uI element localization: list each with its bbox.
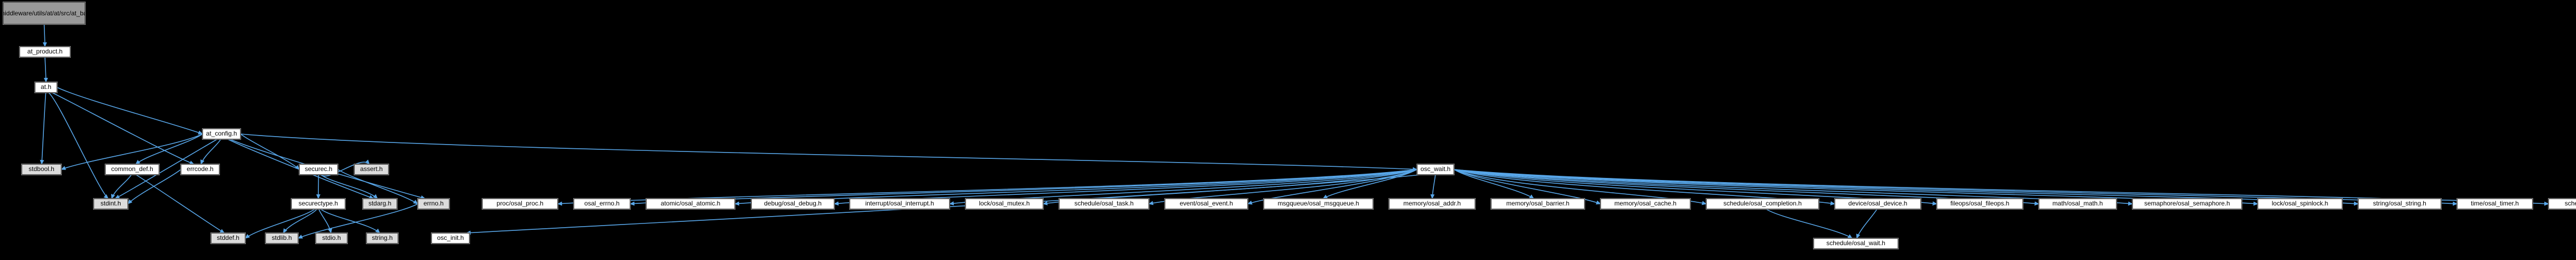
graph-node-osal_addr[interactable]: memory/osal_addr.h <box>1388 198 1476 210</box>
graph-node-osal_device[interactable]: device/osal_device.h <box>1834 198 1921 210</box>
edge-at-to-stdint <box>48 92 109 199</box>
edge-at_product-to-at <box>43 57 48 83</box>
graph-node-osal_interrupt[interactable]: interrupt/osal_interrupt.h <box>849 198 950 210</box>
graph-node-osal_timer[interactable]: time/osal_timer.h <box>2457 198 2533 210</box>
graph-node-at_product[interactable]: at_product.h <box>19 46 71 58</box>
graph-node-securec[interactable]: securec.h <box>299 164 338 175</box>
edge-at_config-to-osal_wait_r <box>240 133 1418 172</box>
graph-node-root: src/middleware/utils/at/at/src/at_base.h <box>0 2 99 25</box>
edge-at_config-to-errcode <box>200 139 222 165</box>
graph-node-stdlib[interactable]: stdlib.h <box>265 232 299 244</box>
graph-node-osal_proc[interactable]: proc/osal_proc.h <box>482 198 558 210</box>
graph-node-assert[interactable]: assert.h <box>354 164 389 175</box>
graph-node-osal_event[interactable]: event/osal_event.h <box>1164 198 1248 210</box>
edge-at-to-errcode <box>52 92 195 165</box>
edge-common_def-to-stdint <box>111 174 132 199</box>
graph-node-osal_msgqueue[interactable]: msgqueue/osal_msgqueue.h <box>1263 198 1374 210</box>
graph-node-string[interactable]: string.h <box>366 232 399 244</box>
graph-node-osal_wait_r[interactable]: osc_wait.h <box>1416 164 1455 175</box>
edge-osal_wait_r-to-osal_barrier <box>1453 169 1534 199</box>
graph-node-osal_wait[interactable]: schedule/osal_wait.h <box>1813 238 1899 249</box>
graph-node-errcode[interactable]: errcode.h <box>180 164 220 175</box>
graph-node-stdio[interactable]: stdio.h <box>315 232 348 244</box>
edge-osal_device-to-osal_wait <box>1856 209 1878 239</box>
edge-securec-to-stdarg <box>320 174 378 199</box>
graph-node-osal_atomic[interactable]: atomic/osal_atomic.h <box>646 198 735 210</box>
graph-node-osal_completion[interactable]: schedule/osal_completion.h <box>1706 198 1819 210</box>
graph-node-at[interactable]: at.h <box>34 82 58 93</box>
edge-at-to-stdbool <box>40 92 47 165</box>
graph-node-stdint[interactable]: stdint.h <box>93 198 128 210</box>
graph-node-osal_fileops[interactable]: fileops/osal_fileops.h <box>1936 198 2023 210</box>
graph-node-osal_semaphore[interactable]: semaphore/osal_semaphore.h <box>2132 198 2242 210</box>
graph-node-osal_task[interactable]: schedule/osal_task.h <box>1059 198 1149 210</box>
edge-osal_completion-to-osal_wait <box>1766 209 1853 239</box>
graph-node-osal_errno[interactable]: osal_errno.h <box>573 198 631 210</box>
edge-common_def-to-stddef <box>135 174 225 234</box>
graph-node-osal_debug[interactable]: debug/osal_debug.h <box>751 198 835 210</box>
graph-node-osal_spinlock[interactable]: lock/osal_spinlock.h <box>2257 198 2343 210</box>
graph-node-common_def[interactable]: common_def.h <box>105 164 160 175</box>
edge-securectype-to-string <box>320 209 380 234</box>
edge-securectype-to-stdio <box>318 209 333 234</box>
graph-node-osal_mutex[interactable]: lock/osal_mutex.h <box>965 198 1044 210</box>
graph-node-securectype[interactable]: securectype.h <box>291 198 346 210</box>
edge-at-to-at_config <box>57 87 203 135</box>
graph-node-osal_barrier[interactable]: memory/osal_barrier.h <box>1491 198 1585 210</box>
edge-at_config-to-securec <box>240 133 300 170</box>
graph-node-stdbool[interactable]: stdbool.h <box>21 164 62 175</box>
edge-root-to-at_product <box>42 24 47 47</box>
graph-node-osal_init[interactable]: osc_init.h <box>431 232 470 244</box>
graph-node-stddef[interactable]: stddef.h <box>210 232 246 244</box>
graph-node-errno[interactable]: errno.h <box>417 198 450 210</box>
edge-at_config-to-common_def <box>135 133 203 165</box>
graph-node-stdarg[interactable]: stdarg.h <box>362 198 398 210</box>
graph-node-at_config[interactable]: at_config.h <box>202 128 241 140</box>
edge-osal_wait_r-to-osal_addr <box>1430 174 1436 199</box>
graph-node-osal_string[interactable]: string/osal_string.h <box>2358 198 2442 210</box>
edge-osal_wait_r-to-osal_msgqueue <box>1322 169 1418 199</box>
graph-node-osal_math[interactable]: math/osal_math.h <box>2038 198 2117 210</box>
graph-node-osal_cache[interactable]: memory/osal_cache.h <box>1600 198 1691 210</box>
edge-securectype-to-stdlib <box>283 209 317 234</box>
graph-node-osal_workqueue[interactable]: schedule/osal_workqueue.h <box>2548 198 2576 210</box>
